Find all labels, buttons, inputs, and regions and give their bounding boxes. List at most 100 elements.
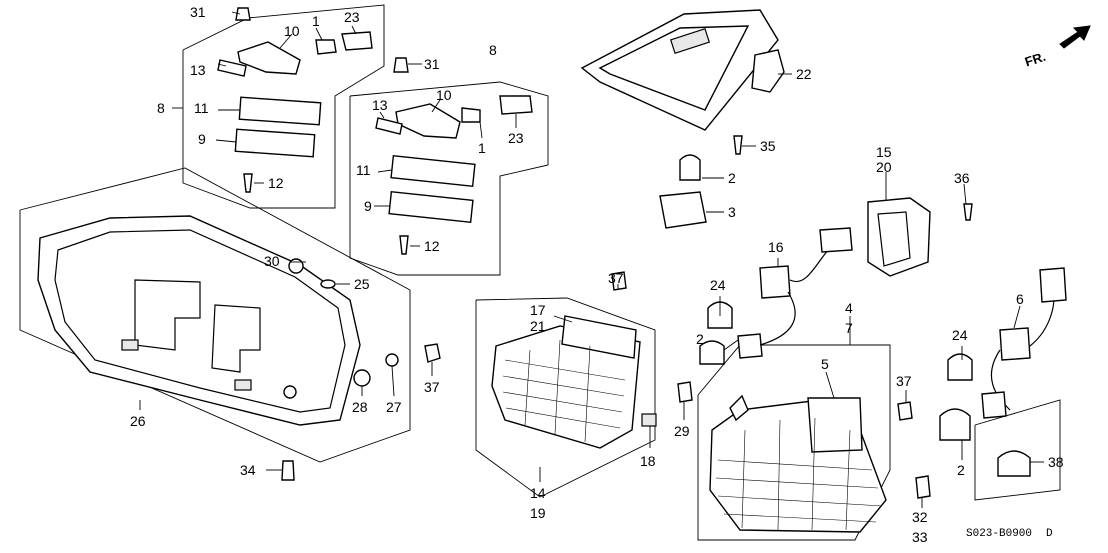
leader-23a [351,25,357,35]
leader-lines [139,11,1044,508]
socket-left-a [737,333,763,359]
leader-1a [315,27,323,41]
callout-28: 28 [352,399,368,415]
socket-16 [759,265,791,299]
callout-8-center: 8 [489,42,497,58]
gasket-5 [807,397,863,453]
callout-12-center: 12 [424,238,440,254]
bulbs-sockets [659,154,1067,477]
callout-1-left: 1 [312,13,320,29]
nut-30 [288,258,304,274]
inner-taillight [491,315,641,449]
connector-16 [819,227,853,253]
callout-13-center: 13 [372,97,388,113]
callout-21: 21 [530,318,546,334]
callout-16: 16 [768,239,784,255]
side-socket-inner [877,211,911,267]
license-light-bracket-10 [237,41,301,75]
clip-31-top [235,7,251,21]
license-screw-12 [243,173,253,193]
callout-10-center: 10 [436,87,452,103]
license-bracket-13 [217,59,247,77]
callout-11-left: 11 [194,100,209,116]
callout-29: 29 [674,423,690,439]
nut-29 [677,381,693,403]
callout-23-center: 23 [508,130,524,146]
stop-light-lens [598,25,750,111]
callout-26: 26 [130,413,146,429]
washer-25 [320,279,336,289]
screw-35 [733,135,743,155]
drawing-code: S023-B0900 D [966,528,1053,540]
callout-25: 25 [354,276,370,292]
garnish-clip-left [121,339,139,351]
nut-37-left [424,343,441,363]
washer-27 [385,353,399,367]
garnish-screw-hole [283,385,297,399]
callout-37-center: 37 [608,270,624,286]
leader-10b [431,99,441,113]
callout-22: 22 [796,66,812,82]
callout-7: 7 [845,320,853,336]
license-lens-11b [390,155,476,187]
socket-right-b [981,391,1007,419]
callout-17: 17 [530,302,546,318]
front-arrow-icon [1059,25,1091,49]
callout-31-top: 31 [190,4,206,20]
gasket-17 [561,315,637,359]
leader-36 [963,183,967,205]
callout-5: 5 [821,356,829,372]
callout-15: 15 [876,144,892,160]
license-seal-9b [388,191,474,223]
garnish-body [37,215,361,426]
callout-37-right: 37 [896,373,912,389]
callout-33: 33 [912,529,928,545]
bolt-32 [915,475,931,499]
group-outline-upper-center [349,81,549,276]
leader-5 [825,371,835,399]
leader-10a [279,33,293,49]
front-direction-label: FR. [1023,49,1048,70]
nut-37-right [897,401,913,421]
side-socket-15 [867,197,931,277]
callout-19: 19 [530,505,546,521]
leader-31a [231,11,241,15]
callout-23-left: 23 [344,9,360,25]
callout-38: 38 [1048,454,1064,470]
leader-1b [479,121,483,139]
screw-36 [963,203,973,221]
callout-30: 30 [264,253,280,269]
callout-34: 34 [240,462,256,478]
license-screw-12b [399,235,409,255]
callout-3: 3 [728,204,736,220]
nut-28 [353,369,371,387]
callout-2-stop: 2 [728,170,736,186]
stop-light-reflector [669,28,711,54]
garnish-inner-rim [54,229,346,413]
callout-37-left: 37 [424,379,440,395]
drawing-code-number: S023-B0900 [966,528,1032,540]
callout-1-center: 1 [478,140,486,156]
drawing-code-suffix: D [1046,528,1053,540]
license-socket-23 [341,31,373,51]
license-socket-23b [499,95,533,115]
group-outline-upper-left [182,4,385,209]
leader-13a [217,63,227,67]
callout-9-left: 9 [198,131,206,147]
license-light-assembly-right [375,57,533,255]
callout-9-center: 9 [364,198,372,214]
license-seal-9 [234,128,316,158]
callout-36: 36 [954,170,970,186]
side-socket-housing [867,197,931,277]
connector-6 [1039,267,1067,303]
callout-24-left: 24 [710,277,726,293]
garnish-plate-recess-right [211,304,261,373]
license-light-assembly-left [217,7,373,193]
high-mount-stop-light [580,9,785,131]
leader-17 [553,315,573,323]
outer-taillight-lens-hatch [715,417,883,531]
callout-4: 4 [845,300,853,316]
leader-2b [723,339,739,351]
